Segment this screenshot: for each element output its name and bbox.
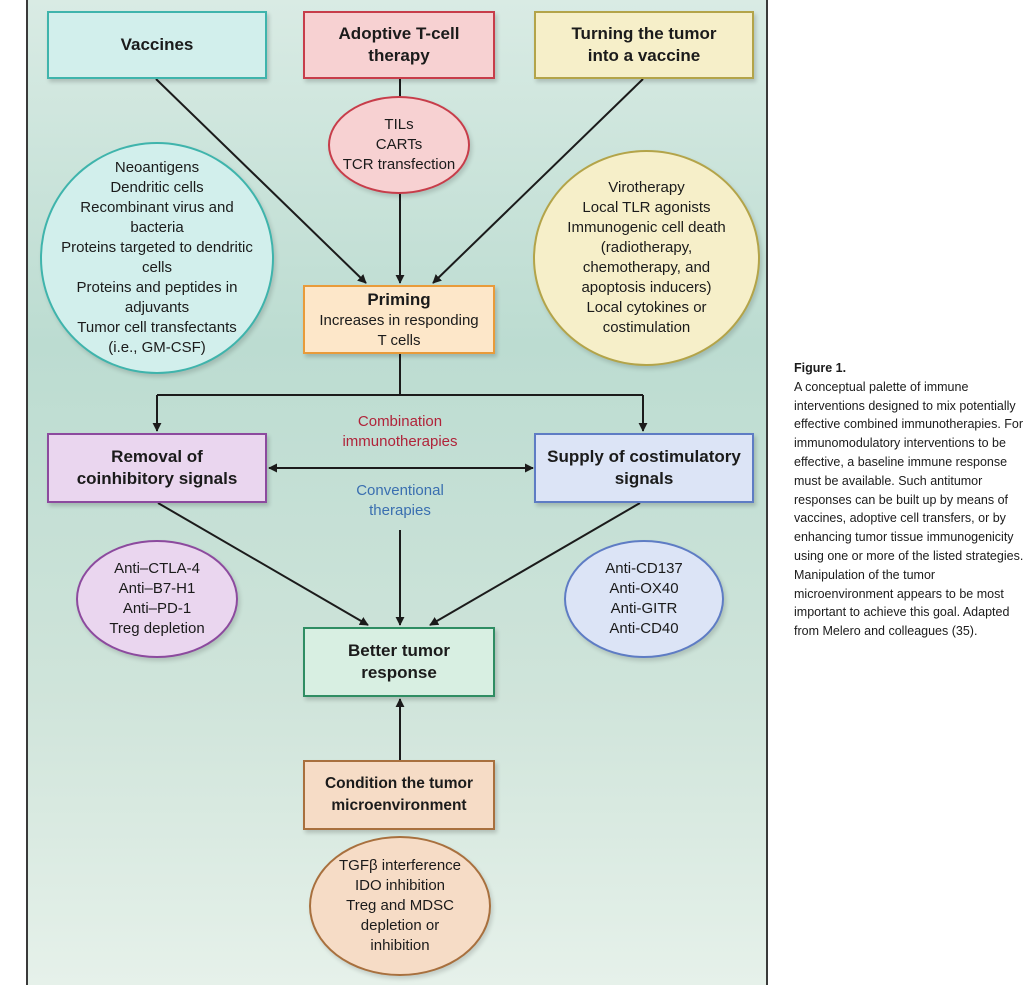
vaccines-box: Vaccines: [47, 11, 267, 79]
supply-oval-line: Anti-CD137: [605, 560, 683, 577]
removal-box-title-line1: Removal of: [111, 447, 203, 466]
condition-oval-line: TGFβ interference: [339, 857, 461, 874]
figure-caption-title: Figure 1.: [794, 361, 847, 375]
condition-box-title-line2: microenvironment: [331, 797, 467, 814]
better-box-title-line1: Better tumor: [347, 641, 450, 660]
vaccines-oval-line: Proteins and peptides in: [76, 279, 238, 296]
vaccines-oval-line: Proteins targeted to dendritic: [61, 239, 253, 256]
turning-oval-line: chemotherapy, and: [582, 259, 711, 276]
better-box-title-line2: response: [361, 663, 437, 682]
adoptive-tcell-box: Adoptive T-cell therapy: [303, 11, 495, 79]
vaccines-oval-line: cells: [141, 259, 172, 276]
vaccines-oval-line: Dendritic cells: [110, 179, 204, 196]
vaccines-oval-line: (i.e., GM-CSF): [108, 339, 206, 356]
arrow-vaccines-to-priming: [155, 78, 367, 284]
removal-oval-line: Anti–B7-H1: [118, 580, 196, 597]
removal-oval-line: Anti–PD-1: [122, 600, 192, 617]
conventional-therapies-label: Conventional therapies: [320, 481, 480, 521]
supply-oval-line: Anti-OX40: [609, 580, 679, 597]
supply-oval-line: Anti-GITR: [610, 600, 678, 617]
adoptive-oval-line: TILs: [384, 116, 414, 133]
combination-label-line1: Combination: [357, 413, 443, 430]
priming-box-title: Priming: [367, 289, 431, 309]
supply-oval-line: Anti-CD40: [609, 620, 679, 637]
turning-oval-line: (radiotherapy,: [600, 239, 693, 256]
turning-tumor-box: Turning the tumor into a vaccine: [534, 11, 754, 79]
condition-microenvironment-box: Condition the tumor microenvironment: [303, 760, 495, 830]
condition-oval-line: Treg and MDSC: [346, 897, 454, 914]
priming-box: Priming Increases in responding T cells: [303, 285, 495, 354]
priming-box-sub-line1: Increases in responding: [319, 311, 479, 329]
combination-label-line2: immunotherapies: [342, 433, 458, 450]
connector-arrows: [152, 78, 648, 760]
condition-box-title-line1: Condition the tumor: [324, 775, 474, 792]
turning-oval-line: apoptosis inducers): [581, 279, 712, 296]
vaccines-oval-line: bacteria: [130, 219, 184, 236]
adoptive-oval-line: CARTs: [375, 136, 423, 153]
diagram-panel: Vaccines Adoptive T-cell therapy Turning…: [26, 0, 768, 985]
vaccines-box-title: Vaccines: [120, 35, 194, 54]
vaccines-oval-line: Neoantigens: [114, 159, 200, 176]
turning-oval-line: costimulation: [602, 319, 691, 336]
arrow-turning-to-priming: [432, 78, 644, 284]
conventional-label-line2: therapies: [369, 502, 431, 519]
turning-oval-line: Virotherapy: [608, 179, 685, 196]
figure-caption-text: A conceptual palette of immune intervent…: [794, 379, 1024, 639]
priming-box-sub-line2: T cells: [377, 331, 421, 349]
vaccines-oval-line: Recombinant virus and: [80, 199, 234, 216]
supply-costimulatory-box: Supply of costimulatory signals: [534, 433, 754, 503]
better-tumor-response-box: Better tumor response: [303, 627, 495, 697]
condition-oval-line: depletion or: [360, 917, 440, 934]
combination-immunotherapies-label: Combination immunotherapies: [320, 412, 480, 452]
vaccines-oval-line: Tumor cell transfectants: [77, 319, 237, 336]
removal-coinhibitory-box: Removal of coinhibitory signals: [47, 433, 267, 503]
removal-oval-line: Treg depletion: [109, 620, 205, 637]
adoptive-oval-line: TCR transfection: [342, 156, 456, 173]
supply-box-title-line2: signals: [614, 469, 674, 488]
adoptive-tcell-box-title-line1: Adoptive T-cell: [338, 24, 460, 43]
figure-caption: Figure 1. A conceptual palette of immune…: [794, 359, 1026, 641]
arrow-removal-to-better: [157, 502, 369, 626]
turning-oval-line: Immunogenic cell death: [567, 219, 726, 236]
removal-box-title-line2: coinhibitory signals: [76, 469, 238, 488]
removal-oval-line: Anti–CTLA-4: [114, 560, 200, 577]
turning-tumor-box-title-line2: into a vaccine: [587, 46, 701, 65]
turning-oval-line: Local cytokines or: [586, 299, 707, 316]
arrow-supply-to-better: [429, 502, 641, 626]
conventional-label-line1: Conventional: [356, 482, 444, 499]
vaccines-oval-line: adjuvants: [124, 299, 190, 316]
supply-box-title-line1: Supply of costimulatory: [547, 447, 741, 466]
turning-tumor-box-title-line1: Turning the tumor: [571, 24, 717, 43]
condition-oval-line: inhibition: [370, 937, 430, 954]
condition-oval-line: IDO inhibition: [354, 877, 446, 894]
adoptive-tcell-box-title-line2: therapy: [368, 46, 430, 65]
turning-oval-line: Local TLR agonists: [582, 199, 711, 216]
